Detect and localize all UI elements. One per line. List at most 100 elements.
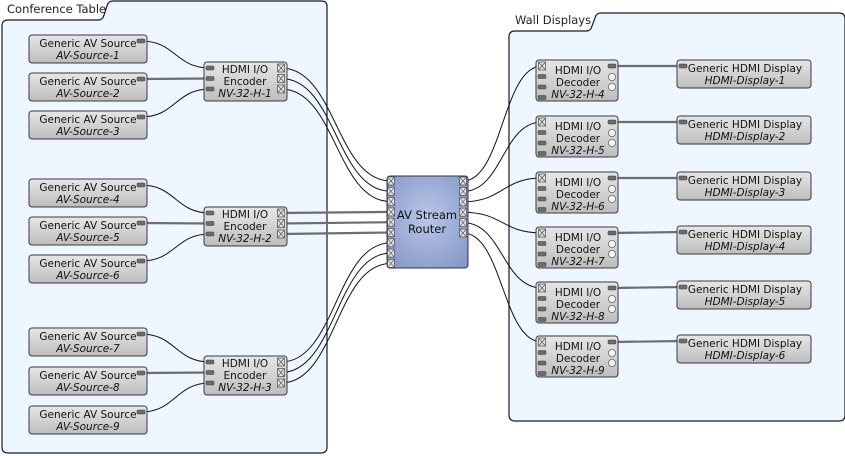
cable-router-to-decoder[interactable] — [462, 65, 543, 182]
decoder-node[interactable]: HDMI I/O Decoder NV-32-H-6 — [535, 171, 619, 214]
cable-encoder-to-router[interactable] — [280, 67, 392, 182]
device-name: AV-Source-4 — [55, 194, 119, 206]
encoder-node[interactable]: HDMI I/O Encoder NV-32-H-2 — [203, 206, 288, 247]
device-model: HDMI I/O — [222, 358, 268, 370]
av-source-node[interactable]: Generic AV Source AV-Source-5 — [28, 216, 148, 246]
display-node[interactable]: Generic HDMI Display HDMI-Display-4 — [676, 225, 812, 255]
group-label: Wall Displays — [515, 13, 591, 27]
cable-source-to-encoder[interactable] — [140, 333, 211, 363]
router-output-port-icon — [459, 218, 467, 227]
aux-port-icon — [537, 95, 547, 100]
cable-source-to-encoder[interactable] — [140, 233, 211, 262]
av-stream-router-node[interactable]: AV Stream Router — [386, 175, 469, 269]
aux-port-icon — [537, 151, 547, 156]
av-source-node[interactable]: Generic AV Source AV-Source-1 — [28, 34, 148, 64]
device-name: AV-Source-6 — [55, 270, 120, 282]
device-type: Generic HDMI Display — [688, 175, 802, 187]
stream-output-port-icon — [277, 84, 285, 94]
device-role: Decoder — [556, 353, 601, 365]
status-led-icon — [608, 73, 617, 82]
device-name: AV-Source-5 — [55, 232, 120, 244]
device-role: Encoder — [224, 221, 268, 233]
device-type: Generic AV Source — [39, 409, 136, 421]
av-source-node[interactable]: Generic AV Source AV-Source-6 — [28, 254, 148, 284]
cable-router-to-decoder[interactable] — [462, 211, 543, 234]
encoder-node[interactable]: HDMI I/O Encoder NV-32-H-1 — [203, 61, 288, 102]
cable-source-to-encoder[interactable] — [140, 88, 211, 118]
av-input-port-icon — [205, 86, 215, 92]
cable-encoder-to-router[interactable] — [280, 78, 392, 192]
device-name: NV-32-H-9 — [551, 365, 605, 377]
device-model: HDMI I/O — [222, 209, 268, 221]
av-output-port-icon — [136, 258, 146, 264]
stream-input-port-icon — [538, 117, 546, 127]
cable-encoder-to-router[interactable] — [280, 262, 392, 384]
device-name: NV-32-H-5 — [551, 145, 605, 157]
decoder-node[interactable]: HDMI I/O Decoder NV-32-H-5 — [535, 115, 619, 158]
cable-source-to-encoder[interactable] — [140, 221, 211, 225]
stream-output-port-icon — [277, 74, 285, 83]
device-type: Generic AV Source — [39, 331, 136, 343]
device-name: HDMI-Display-1 — [705, 75, 786, 87]
device-name: AV-Source-9 — [55, 421, 120, 433]
av-source-node[interactable]: Generic AV Source AV-Source-2 — [28, 72, 148, 102]
cable-router-to-decoder[interactable] — [462, 232, 543, 343]
decoder-node[interactable]: HDMI I/O Decoder NV-32-H-4 — [535, 59, 619, 102]
aux-port-icon — [537, 84, 547, 90]
router-input-port-icon — [387, 197, 395, 206]
cable-source-to-encoder[interactable] — [140, 184, 211, 214]
cable-encoder-to-router[interactable] — [280, 88, 392, 203]
cable-source-to-encoder[interactable] — [140, 382, 211, 413]
device-model: HDMI I/O — [555, 121, 601, 133]
ports-layer — [136, 38, 688, 415]
aux-port-icon — [537, 241, 547, 246]
av-source-node[interactable]: Generic AV Source AV-Source-4 — [28, 178, 148, 208]
decoder-node[interactable]: HDMI I/O Decoder NV-32-H-8 — [535, 281, 619, 324]
stream-output-port-icon — [277, 229, 285, 239]
av-output-port-icon — [136, 220, 146, 226]
display-node[interactable]: Generic HDMI Display HDMI-Display-2 — [676, 115, 812, 145]
cable-decoder-to-display[interactable] — [611, 285, 684, 290]
router-input-port-icon — [387, 186, 395, 196]
display-node[interactable]: Generic HDMI Display HDMI-Display-3 — [676, 171, 812, 201]
cable-decoder-to-display[interactable] — [611, 230, 684, 235]
status-led-icon — [608, 304, 617, 313]
cable-source-to-encoder[interactable] — [140, 40, 211, 69]
cable-encoder-to-router[interactable] — [280, 242, 392, 363]
device-type: Generic HDMI Display — [688, 63, 802, 75]
device-type: Generic AV Source — [39, 38, 136, 50]
cable-router-to-decoder[interactable] — [462, 222, 543, 289]
av-source-node[interactable]: Generic AV Source AV-Source-8 — [28, 366, 148, 396]
decoder-node[interactable]: HDMI I/O Decoder NV-32-H-9 — [535, 335, 619, 378]
aux-port-icon — [537, 360, 547, 366]
router-output-port-icon — [459, 197, 467, 207]
aux-port-icon — [537, 371, 547, 376]
cable-source-to-encoder[interactable] — [140, 77, 211, 81]
display-node[interactable]: Generic HDMI Display HDMI-Display-1 — [676, 59, 812, 89]
aux-port-icon — [537, 186, 547, 191]
av-source-node[interactable]: Generic AV Source AV-Source-7 — [28, 327, 148, 357]
cable-decoder-to-display[interactable] — [611, 339, 684, 344]
display-node[interactable]: Generic HDMI Display HDMI-Display-6 — [676, 334, 812, 364]
device-name: NV-32-H-4 — [551, 89, 604, 101]
display-node[interactable]: Generic HDMI Display HDMI-Display-5 — [676, 280, 812, 310]
av-output-port-icon — [136, 409, 146, 415]
cable-router-to-decoder[interactable] — [462, 177, 543, 203]
hdmi-input-port-icon — [678, 63, 688, 69]
cable-encoder-to-router[interactable] — [280, 231, 392, 236]
hdmi-input-port-icon — [678, 175, 688, 181]
cable-encoder-to-router[interactable] — [280, 252, 392, 373]
encoder-node[interactable]: HDMI I/O Encoder NV-32-H-3 — [203, 355, 288, 396]
cable-encoder-to-router[interactable] — [280, 221, 392, 225]
av-source-node[interactable]: Generic AV Source AV-Source-3 — [28, 110, 148, 140]
av-source-node[interactable]: Generic AV Source AV-Source-9 — [28, 405, 148, 435]
cable-router-to-decoder[interactable] — [462, 121, 543, 192]
device-type: Generic AV Source — [39, 76, 136, 88]
cable-encoder-to-router[interactable] — [280, 210, 392, 215]
decoder-node[interactable]: HDMI I/O Decoder NV-32-H-7 — [535, 226, 619, 269]
cable-source-to-encoder[interactable] — [140, 371, 211, 375]
aux-port-icon — [537, 196, 547, 202]
router-input-port-icon — [387, 259, 395, 268]
aux-port-icon — [537, 207, 547, 212]
device-type: Generic HDMI Display — [688, 338, 802, 350]
